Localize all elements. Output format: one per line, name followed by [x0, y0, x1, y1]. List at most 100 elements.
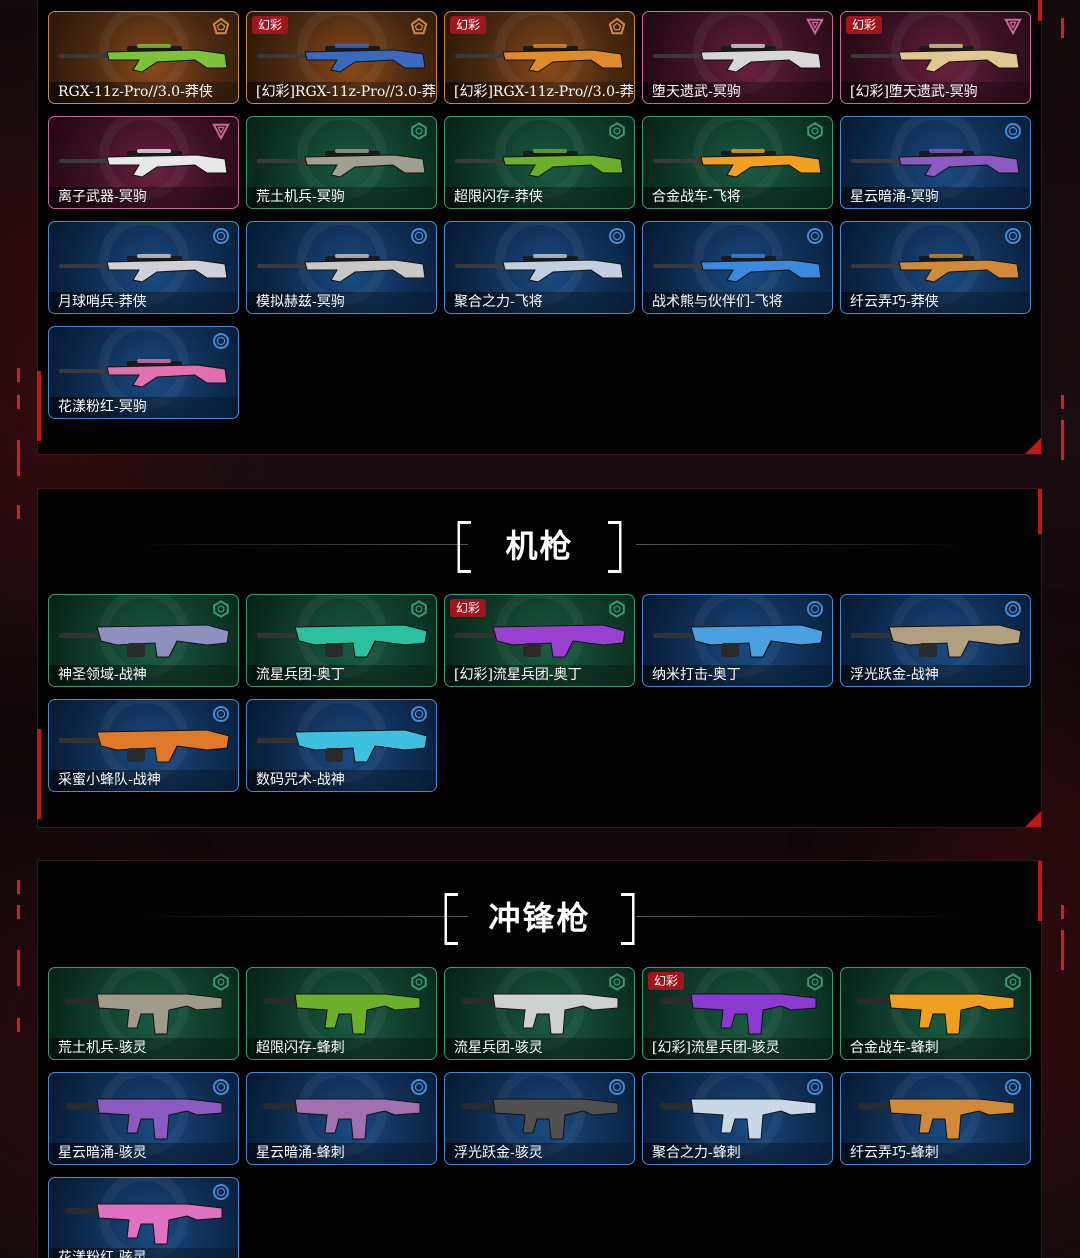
skin-card[interactable]: 合金战车-飞将	[642, 116, 833, 209]
weapon-image	[453, 137, 628, 185]
skin-name: 纳米打击-奥丁	[643, 665, 832, 686]
section-panel-machine-gun: 机枪 神圣领域-战神流星兵团-奥丁幻彩 [幻彩]流星兵团-奥丁纳米打击-奥丁浮光跃…	[37, 488, 1042, 828]
pentagon-icon	[608, 17, 626, 35]
weapon-image	[255, 137, 430, 185]
circle-icon	[1004, 227, 1022, 245]
skin-card[interactable]: 幻彩[幻彩]堕天遗武-冥驹	[840, 11, 1031, 104]
triangle-icon	[212, 122, 230, 141]
skin-card[interactable]: 星云暗涌-骇灵	[48, 1072, 239, 1165]
weapon-image	[453, 242, 628, 290]
weapon-image	[849, 988, 1024, 1036]
skin-card[interactable]: 荒土机兵-冥驹	[246, 116, 437, 209]
skin-card[interactable]: 聚合之力-飞将	[444, 221, 635, 314]
skin-card[interactable]: 花漾粉红-冥驹	[48, 326, 239, 419]
bracket-left-icon	[444, 893, 459, 945]
skin-name: 神圣领域-战神	[49, 665, 238, 686]
chroma-badge: 幻彩	[450, 16, 487, 34]
skin-card[interactable]: 纤云弄巧-蜂刺	[840, 1072, 1031, 1165]
skin-card[interactable]: 流星兵团-奥丁	[246, 594, 437, 687]
skin-card[interactable]: 花漾粉红-骇灵	[48, 1177, 239, 1258]
weapon-image	[849, 615, 1024, 663]
weapon-image	[57, 137, 232, 185]
skin-card[interactable]: 采蜜小蜂队-战神	[48, 699, 239, 792]
weapon-image	[255, 720, 430, 768]
circle-icon	[608, 227, 626, 245]
weapon-image	[255, 615, 430, 663]
skin-card[interactable]: 纳米打击-奥丁	[642, 594, 833, 687]
hexagon-icon	[608, 122, 626, 140]
skin-name: 浮光跃金-骇灵	[445, 1143, 634, 1164]
skin-name: 星云暗涌-冥驹	[841, 187, 1030, 208]
weapon-image	[849, 242, 1024, 290]
skin-card[interactable]: 堕天遗武-冥驹	[642, 11, 833, 104]
skin-card[interactable]: 月球哨兵-莽侠	[48, 221, 239, 314]
weapon-image	[651, 988, 826, 1036]
skin-card[interactable]: 战术熊与伙伴们-飞将	[642, 221, 833, 314]
skin-name: 离子武器-冥驹	[49, 187, 238, 208]
skin-card[interactable]: 荒土机兵-骇灵	[48, 967, 239, 1060]
side-dash-left	[17, 880, 20, 894]
skin-card[interactable]: 幻彩[幻彩]RGX-11z-Pro//3.0-莽侠	[246, 11, 437, 104]
skin-name: 聚合之力-蜂刺	[643, 1143, 832, 1164]
section-title: 机枪	[38, 514, 1041, 574]
skin-card[interactable]: RGX-11z-Pro//3.0-莽侠	[48, 11, 239, 104]
skin-name: 合金战车-蜂刺	[841, 1038, 1030, 1059]
weapon-image	[651, 1093, 826, 1141]
skin-card[interactable]: 数码咒术-战神	[246, 699, 437, 792]
triangle-icon	[1004, 17, 1022, 36]
skin-card[interactable]: 神圣领域-战神	[48, 594, 239, 687]
skin-card[interactable]: 幻彩[幻彩]RGX-11z-Pro//3.0-莽侠	[444, 11, 635, 104]
circle-icon	[1004, 600, 1022, 618]
skin-name: [幻彩]流星兵团-骇灵	[643, 1038, 832, 1059]
skin-card[interactable]: 模拟赫兹-冥驹	[246, 221, 437, 314]
skin-card[interactable]: 纤云弄巧-莽侠	[840, 221, 1031, 314]
chroma-badge: 幻彩	[846, 16, 883, 34]
skin-card[interactable]: 超限闪存-莽侠	[444, 116, 635, 209]
triangle-icon	[806, 17, 824, 36]
hexagon-icon	[806, 973, 824, 991]
skin-card[interactable]: 浮光跃金-骇灵	[444, 1072, 635, 1165]
side-dash-left	[17, 505, 20, 519]
skin-card[interactable]: 合金战车-蜂刺	[840, 967, 1031, 1060]
skin-card[interactable]: 幻彩 [幻彩]流星兵团-奥丁	[444, 594, 635, 687]
side-dash-left	[17, 368, 20, 382]
side-dash-left	[17, 395, 20, 409]
skin-card[interactable]: 超限闪存-蜂刺	[246, 967, 437, 1060]
circle-icon	[410, 1078, 428, 1096]
side-dash-left	[17, 1018, 20, 1032]
bracket-left-icon	[457, 521, 472, 573]
skin-name: 花漾粉红-骇灵	[49, 1248, 238, 1258]
skin-card[interactable]: 聚合之力-蜂刺	[642, 1072, 833, 1165]
skin-name: 采蜜小蜂队-战神	[49, 770, 238, 791]
side-dash-right	[1061, 905, 1064, 919]
circle-icon	[608, 1078, 626, 1096]
skin-name: 超限闪存-蜂刺	[247, 1038, 436, 1059]
skin-name: 星云暗涌-骇灵	[49, 1143, 238, 1164]
weapon-image	[57, 347, 232, 395]
hexagon-icon	[212, 973, 230, 991]
circle-icon	[212, 1183, 230, 1201]
skin-name: 堕天遗武-冥驹	[643, 82, 832, 103]
weapon-image	[453, 1093, 628, 1141]
chroma-badge: 幻彩	[450, 599, 487, 617]
hexagon-icon	[410, 973, 428, 991]
weapon-image	[255, 988, 430, 1036]
skin-name: [幻彩]流星兵团-奥丁	[445, 665, 634, 686]
skin-card[interactable]: 星云暗涌-冥驹	[840, 116, 1031, 209]
skin-name: 荒土机兵-冥驹	[247, 187, 436, 208]
side-dash-right	[1061, 395, 1064, 409]
hexagon-icon	[410, 600, 428, 618]
side-dash-right	[1061, 930, 1064, 970]
weapon-image	[849, 1093, 1024, 1141]
skin-card[interactable]: 星云暗涌-蜂刺	[246, 1072, 437, 1165]
weapon-image	[57, 32, 232, 80]
skin-card[interactable]: 浮光跃金-战神	[840, 594, 1031, 687]
pentagon-icon	[212, 17, 230, 35]
skin-name: 数码咒术-战神	[247, 770, 436, 791]
skin-card[interactable]: 离子武器-冥驹	[48, 116, 239, 209]
circle-icon	[806, 600, 824, 618]
chroma-badge: 幻彩	[648, 972, 685, 990]
skin-card[interactable]: 流星兵团-骇灵	[444, 967, 635, 1060]
skin-card[interactable]: 幻彩 [幻彩]流星兵团-骇灵	[642, 967, 833, 1060]
weapon-image	[255, 32, 430, 80]
